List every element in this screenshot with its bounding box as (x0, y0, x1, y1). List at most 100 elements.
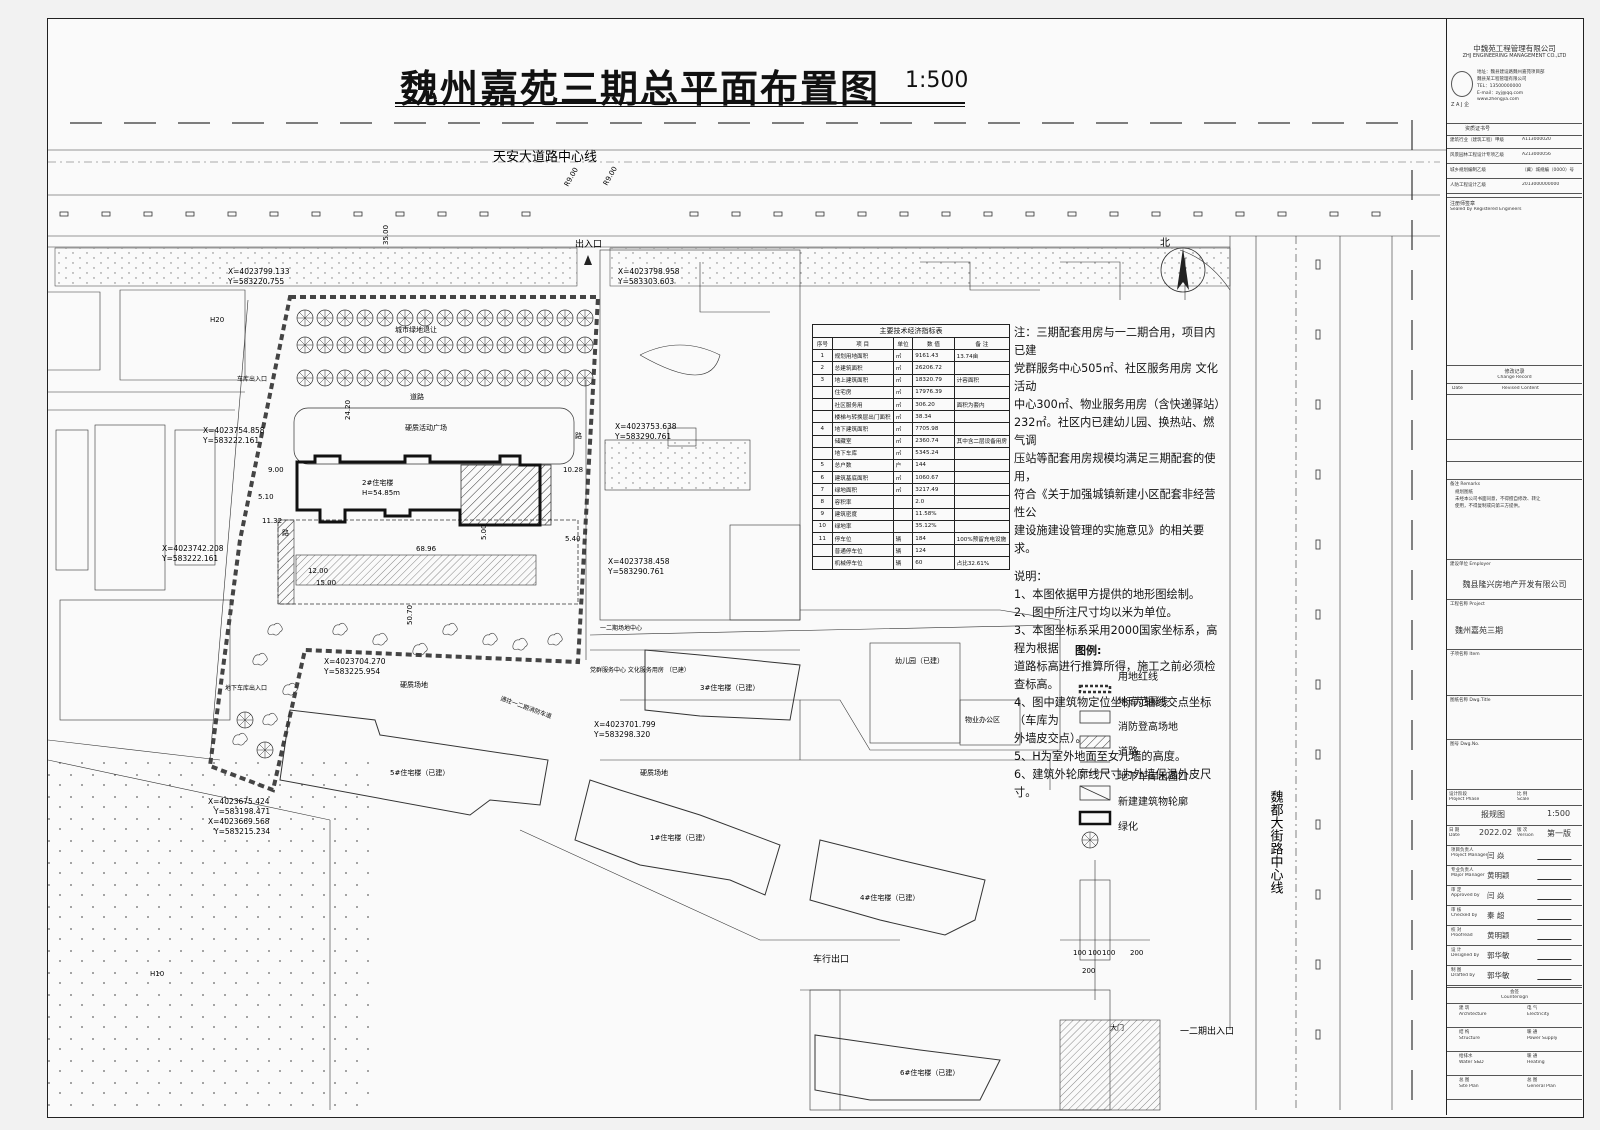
cert-item: 人防工程设计乙级 (1450, 183, 1486, 188)
fire-access-strip (277, 519, 295, 605)
tech-table-cell: 9161.43 (912, 349, 955, 363)
project-label: 工程名称 Project (1450, 602, 1485, 607)
tech-table-header-cell: 备 注 (953, 336, 1011, 351)
legend-road: 道路 (1118, 747, 1138, 758)
tech-table-cell: 储藏室 (831, 434, 894, 448)
existing-buildings (279, 649, 1001, 1101)
countersign-cell: General Plan (1527, 1084, 1556, 1089)
change-date-col: Date (1452, 386, 1463, 391)
tech-table-cell: 2 (812, 361, 833, 375)
tech-table-cell: 计容面积 (953, 373, 1011, 387)
tech-table-cell: ㎡ (892, 361, 914, 375)
tech-table-cell (812, 544, 833, 558)
countersign-cell: Heating (1527, 1060, 1545, 1065)
tech-table-cell: 13.74亩 (953, 349, 1011, 363)
legend-basement: 地库范围线 (1118, 697, 1168, 708)
seal-title: 注册师签章 (1450, 201, 1476, 207)
coord-8-x: X=4023701.799 (594, 720, 656, 729)
dim-1028: 10.28 (563, 466, 583, 474)
tech-table-cell: 总户数 (831, 458, 894, 473)
dim-900: 9.00 (268, 466, 284, 474)
coord-6-x: X=4023738.458 (608, 557, 670, 566)
countersign-cell: Structure (1459, 1036, 1480, 1041)
tech-table-cell (812, 434, 833, 448)
staff-role: 审 核 (1451, 908, 1462, 913)
tech-table-cell: 辆 (892, 556, 914, 570)
remark-text-1: 规划图纸 (1455, 490, 1473, 495)
tech-table-cell (812, 446, 833, 460)
countersign-cell: 暖 通 (1527, 1030, 1538, 1035)
coord-4-y: Y=583290.761 (614, 432, 671, 441)
tech-table-cell (953, 361, 1011, 375)
tech-table-cell: 户 (892, 458, 914, 473)
explain-2: 2、图中所注尺寸均以米为单位。 (1014, 606, 1178, 619)
plot-h20: H20 (210, 316, 224, 324)
tech-table-cell: 1 (812, 349, 833, 363)
building-1-label: 1#住宅楼（已建） (650, 833, 709, 842)
tech-table-cell: 38.34 (912, 410, 955, 424)
date-value: 2022.02 (1479, 828, 1513, 837)
coord-3-y: Y=583222.161 (202, 436, 259, 445)
note-line-1: 注：三期配套用房与一二期合用，项目内已建 (1014, 326, 1216, 357)
kindergarten-label: 幼儿园（已建） (895, 656, 944, 665)
tech-table-cell: 306.20 (912, 397, 955, 412)
activity-plaza (293, 407, 575, 465)
new-building-2 (295, 454, 542, 527)
staff-name: 郭华敏 (1487, 951, 1510, 960)
phase12-entrance-label: 一二期出入口 (1180, 1025, 1234, 1037)
property-office-label: 物业办公区 (965, 715, 1000, 724)
dim-100b: 100 (1088, 949, 1101, 957)
dim-100a: 100 (1073, 949, 1086, 957)
north-tree-rows (296, 309, 594, 387)
tech-table-cell: 11.58% (912, 507, 955, 521)
coord-5-y: Y=583222.161 (161, 554, 218, 563)
coord-7-x: X=4023704.270 (324, 657, 386, 666)
legend-title: 图例: (1075, 644, 1102, 657)
dim-6890: 68.96 (416, 545, 437, 553)
cert-number: A213000056 (1522, 152, 1551, 157)
staff-name: 闫 焱 (1487, 891, 1505, 900)
staff-role-en: Designed by (1451, 953, 1480, 958)
staff-signature (1537, 950, 1575, 960)
legend-symbols (1078, 684, 1112, 849)
tech-table-cell: 3217.49 (912, 483, 955, 497)
staff-role-en: Checked by (1451, 913, 1478, 918)
date-label-en: Date (1449, 833, 1460, 838)
company-web: www.zhengjia.com (1477, 97, 1520, 102)
notes-block: 注：三期配套用房与一二期合用，项目内已建 党群服务中心505㎡、社区服务用房 文… (1014, 324, 1226, 802)
tech-table-cell: 17976.39 (912, 385, 955, 399)
explain-4a: 4、图中建筑物定位坐标为轴线交点坐标（车库为 (1014, 696, 1212, 727)
tech-table-cell: 184 (912, 531, 955, 546)
existing-building-1 (574, 779, 781, 896)
dim-200a: 200 (1082, 967, 1095, 975)
staff-role-en: Drafted by (1451, 973, 1475, 978)
change-title: 修改记录 (1504, 369, 1525, 375)
client-name: 魏县隆兴房地产开发有限公司 (1462, 580, 1567, 589)
tech-table-cell: 规划用地面积 (831, 349, 894, 363)
change-content-col: Revised Content (1502, 386, 1539, 391)
staff-name: 黄明颖 (1487, 931, 1510, 940)
legend-new-building: 新建建筑物轮廓 (1118, 797, 1188, 808)
cert-item: 城乡规划编制乙级 (1450, 168, 1486, 173)
building-4-label: 4#住宅楼（已建） (860, 893, 919, 902)
legend-green: 绿化 (1118, 822, 1138, 833)
tech-table-cell: 总建筑面积 (831, 361, 894, 375)
date-label: 日 期 (1449, 828, 1460, 833)
underground-label: 地下车库出入口 (225, 684, 267, 692)
company-logo-icon (1451, 71, 1473, 97)
east-road-label: 魏都大街路中心线 (1268, 790, 1284, 894)
countersign-title: 会签 (1510, 990, 1519, 995)
north-arrow-label: 北 (1160, 237, 1170, 249)
explain-3a: 3、本图坐标系采用2000国家坐标系，高程为根据 (1014, 624, 1218, 655)
coord-3-x: X=4023754.858 (203, 426, 265, 435)
plaza-label: 硬质活动广场 (405, 423, 447, 432)
drawing-no-label: 图号 Dwg.No. (1450, 742, 1480, 747)
staff-role-en: Approved by (1451, 893, 1480, 898)
tech-table-cell: 3 (812, 373, 833, 387)
tech-table-header: 序号项 目单位数 值备 注 (812, 336, 1011, 351)
